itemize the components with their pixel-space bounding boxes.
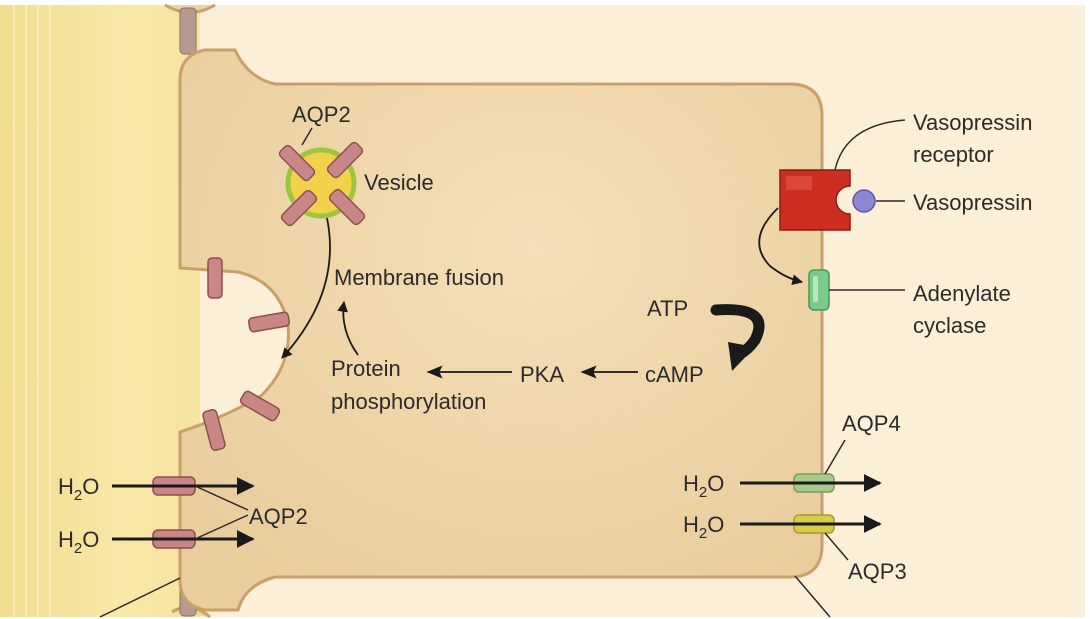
aqp2-vesicle-label: AQP2: [292, 102, 351, 127]
bottom-right-leader: [794, 575, 831, 618]
fusion-arrow: [281, 217, 331, 359]
vesicle-icon: [278, 141, 366, 227]
adenylate-cyclase-label-2: cyclase: [913, 313, 986, 338]
membrane-fusion-label: Membrane fusion: [334, 265, 504, 290]
water-label: H2O: [58, 527, 99, 557]
activation-arrow: [758, 207, 804, 286]
receptor-leader: [834, 119, 906, 171]
aqp2-channel-icon: [207, 257, 223, 299]
aqp2-channel-icon: [280, 189, 318, 227]
aqp2-channel-label: AQP2: [249, 504, 308, 529]
aqp2-channel-icon: [326, 141, 364, 179]
adenylate-cyclase-icon: [808, 269, 830, 311]
basolateral-water-channels: [740, 439, 882, 561]
bottom-left-leader: [99, 577, 181, 618]
atp-label: ATP: [647, 296, 688, 321]
water-label: H2O: [683, 512, 724, 542]
aqp2-channel-icon: [278, 144, 316, 182]
lumen-stripes: [13, 5, 51, 617]
phosphorylation-arrow: [337, 300, 359, 356]
atp-conversion-arrowhead: [728, 342, 755, 371]
vesicle-label: Vesicle: [364, 170, 434, 195]
apical-water-channels: [112, 476, 255, 549]
aqp4-leader: [824, 439, 846, 475]
aqp3-label: AQP3: [848, 559, 907, 584]
camp-label: cAMP: [645, 362, 704, 387]
aqp2-leader: [194, 485, 249, 511]
aqp2-channel-icon: [247, 311, 291, 333]
tubule-lumen: [0, 5, 200, 617]
aqp2-channel-icon: [328, 188, 366, 226]
adenylate-cyclase-label-1: Adenylate: [913, 281, 1011, 306]
aqp2-leader: [194, 514, 249, 540]
vasopressin-receptor-label-1: Vasopressin: [913, 110, 1032, 135]
vasopressin-molecule-icon: [852, 189, 876, 213]
aqp4-label: AQP4: [842, 411, 901, 436]
vasopressin-receptor-label-2: receptor: [913, 142, 994, 167]
tight-junction-top: [179, 7, 197, 55]
adenylate-highlight: [813, 276, 818, 302]
phosphorylation-label: phosphorylation: [331, 389, 486, 414]
receptor-highlight: [786, 176, 812, 190]
water-label: H2O: [58, 474, 99, 504]
aqp2-vesicle-leader: [301, 127, 313, 146]
vasopressin-label: Vasopressin: [913, 190, 1032, 215]
aqp3-leader: [824, 532, 849, 561]
protein-label: Protein: [331, 356, 401, 381]
pka-label: PKA: [520, 362, 564, 387]
aqp2-channel-icon: [202, 409, 226, 451]
aqp2-channel-icon: [239, 390, 281, 422]
apical-aqp2-channels: [202, 257, 291, 451]
water-label: H2O: [683, 471, 724, 501]
